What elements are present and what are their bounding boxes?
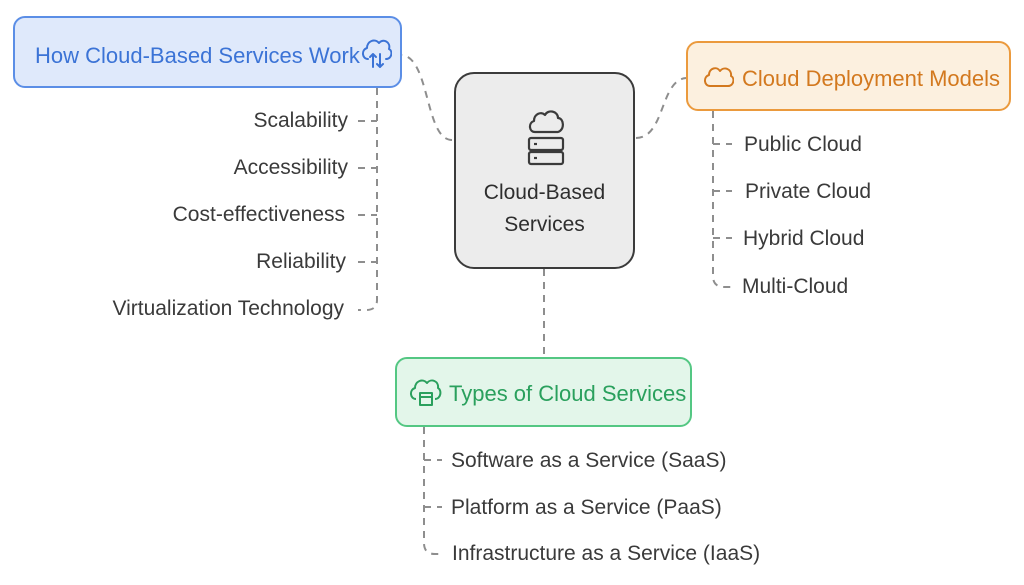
center-title-line2: Services [504, 213, 585, 236]
connector-center-how [401, 54, 453, 141]
deploy-item-multi: Multi-Cloud [742, 275, 849, 298]
types-item-paas: Platform as a Service (PaaS) [451, 496, 722, 519]
center-title-line1: Cloud-Based [483, 181, 606, 204]
deploy-item-public: Public Cloud [744, 133, 862, 156]
cloud-upload-download-icon [362, 39, 392, 68]
spine-deploy [712, 111, 732, 288]
deployment-models-node: Cloud Deployment Models [686, 41, 1011, 111]
how-item-accessibility: Accessibility [233, 156, 348, 179]
types-item-iaas: Infrastructure as a Service (IaaS) [452, 542, 761, 565]
cloud-server-icon [527, 110, 565, 166]
deploy-item-hybrid: Hybrid Cloud [743, 227, 865, 250]
how-item-reliability: Reliability [256, 250, 346, 273]
how-item-cost-effectiveness: Cost-effectiveness [172, 203, 345, 226]
deployment-models-title: Cloud Deployment Models [742, 66, 1001, 91]
connector-center-deploy [635, 77, 687, 139]
center-node: Cloud-Based Services [454, 72, 635, 269]
how-item-virtualization: Virtualization Technology [112, 297, 344, 320]
service-types-title: Types of Cloud Services [449, 381, 687, 406]
spine-how [358, 88, 378, 311]
cloud-icon [704, 67, 734, 87]
cloud-box-icon [410, 379, 442, 406]
how-it-works-title: How Cloud-Based Services Work [35, 43, 360, 68]
types-item-saas: Software as a Service (SaaS) [451, 449, 727, 472]
spine-types [423, 427, 442, 555]
how-it-works-node: How Cloud-Based Services Work [13, 16, 402, 88]
service-types-node: Types of Cloud Services [395, 357, 692, 427]
deploy-item-private: Private Cloud [745, 180, 872, 203]
how-item-scalability: Scalability [253, 109, 348, 132]
